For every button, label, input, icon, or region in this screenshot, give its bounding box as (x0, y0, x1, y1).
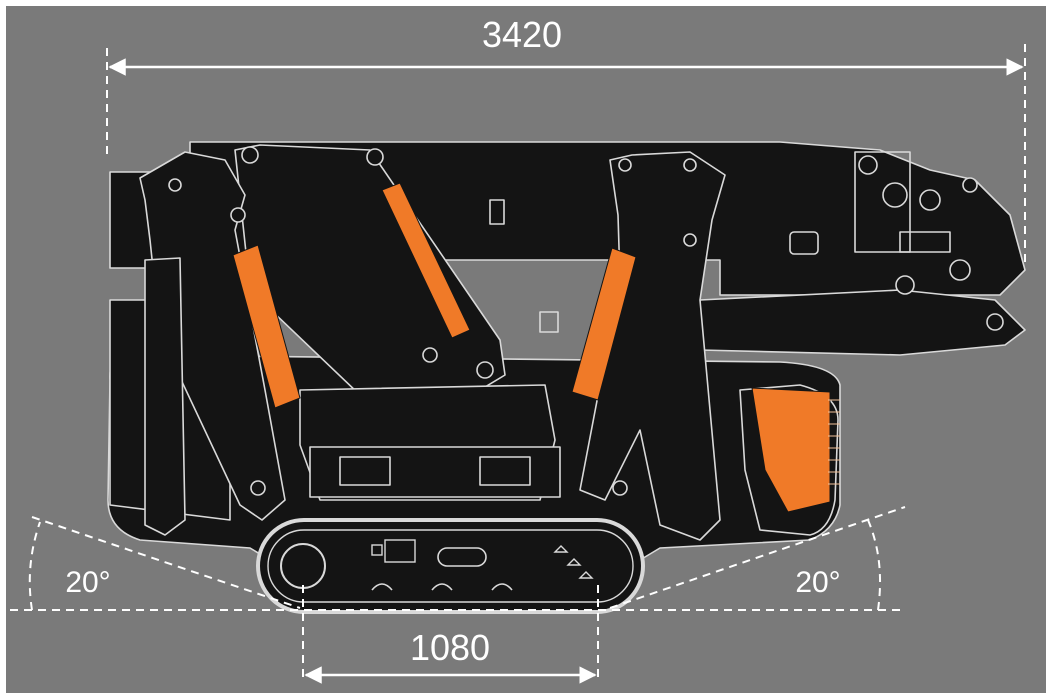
boom-arm (699, 289, 1026, 356)
boom-pivot (858, 155, 878, 175)
cylinder-left (232, 244, 301, 409)
drive-sprocket (280, 543, 326, 589)
left-angle-arc (28, 521, 41, 611)
cylinder-right (571, 247, 637, 401)
overall-length-label: 3420 (482, 14, 562, 55)
mast-plate (234, 144, 506, 396)
front-grille (751, 387, 831, 513)
left-outrigger (139, 151, 286, 521)
hydraulic-cylinders (232, 182, 831, 513)
left-angle-label: 20° (65, 566, 110, 599)
overall-length-dimension (106, 44, 1026, 268)
right-angle-label: 20° (795, 566, 840, 599)
left-outrigger-foot (144, 257, 186, 536)
track-width-label: 1080 (410, 627, 490, 668)
slope-angle-guides (10, 506, 906, 611)
grille-slats (828, 399, 840, 485)
engine-panel (309, 446, 561, 498)
right-angle-arc (867, 519, 882, 611)
left-slope-line (31, 516, 301, 609)
right-slope-line (609, 506, 906, 609)
track-assembly (256, 518, 645, 614)
cylinder-mid (381, 182, 471, 339)
crane-machine (107, 141, 1026, 561)
track-width-dimension (302, 585, 599, 684)
